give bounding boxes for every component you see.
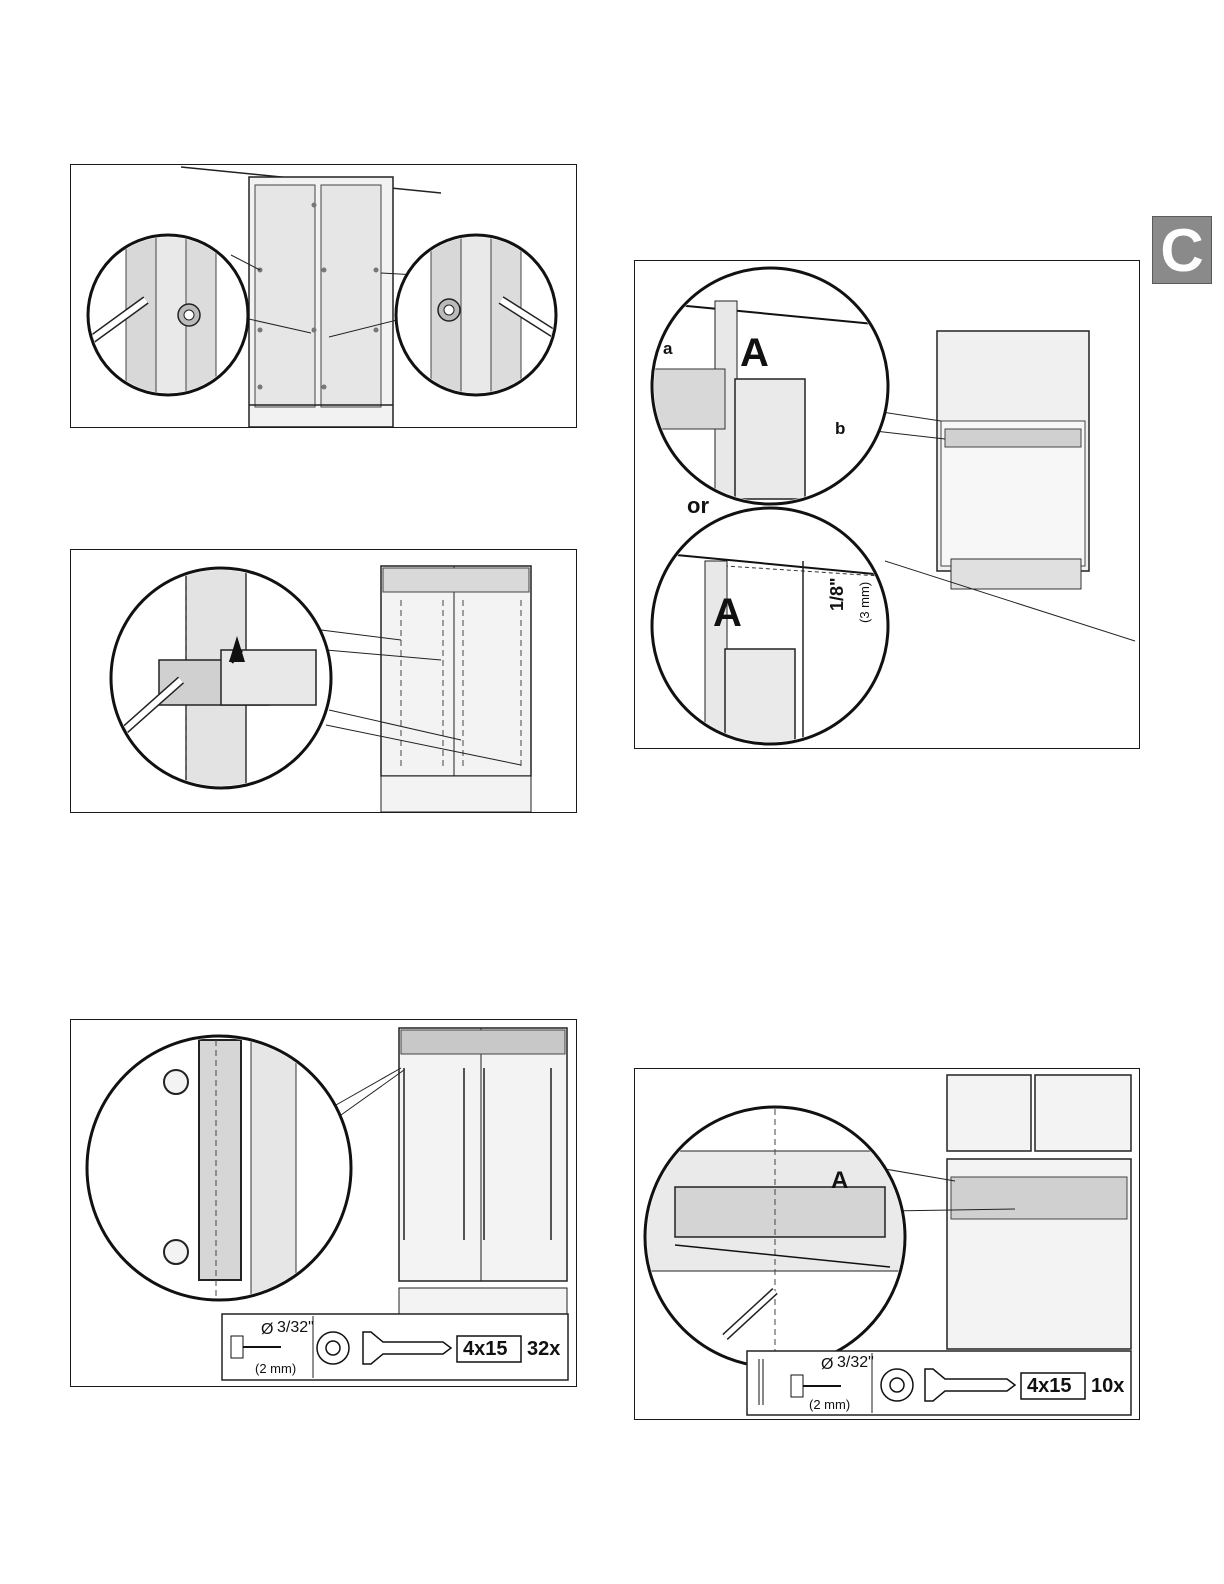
- drill-metric: (2 mm): [809, 1397, 850, 1412]
- section-tab-letter: C: [1160, 216, 1203, 285]
- dimension-a-lower: A: [713, 591, 742, 636]
- figure-door-spacers: [70, 164, 577, 428]
- section-tab: C: [1152, 216, 1212, 284]
- callout-b: b: [835, 419, 845, 439]
- dimension-a-upper: A: [740, 331, 769, 376]
- dimension-a: A: [831, 1167, 848, 1195]
- legend-box-10: [747, 1351, 1131, 1415]
- drill-diameter: 3/32": [837, 1354, 874, 1372]
- screw-size: 4x15: [1027, 1375, 1072, 1398]
- drill-metric: (2 mm): [255, 1361, 296, 1376]
- or-text: or: [687, 493, 709, 519]
- callout-a: a: [663, 339, 672, 359]
- gap-imperial: 1/8": [827, 577, 848, 611]
- figure-dimension-a: A a b or A 1/8" (3 mm): [634, 260, 1140, 749]
- figure-plinth-bracket: A Ø 3/32" (2 mm) 4x15 10x: [634, 1068, 1140, 1420]
- illustration-dimension-a: [635, 261, 1139, 748]
- torx-drive-icon: [317, 1332, 349, 1364]
- figure-handle-screws: Ø 3/32" (2 mm) 4x15 32x: [70, 1019, 577, 1387]
- torx-drive-icon: [881, 1369, 913, 1401]
- drill-diameter-prefix: Ø: [261, 1321, 273, 1339]
- illustration-handle-screws: [71, 1020, 576, 1386]
- illustration-door-spacers: [71, 165, 576, 427]
- gap-metric: (3 mm): [857, 582, 872, 623]
- drill-diameter: 3/32": [277, 1319, 314, 1337]
- drill-diameter-prefix: Ø: [821, 1356, 833, 1374]
- screw-size: 4x15: [463, 1338, 508, 1361]
- illustration-plinth-bracket: [635, 1069, 1139, 1419]
- figure-bracket-slide: [70, 549, 577, 813]
- screw-quantity: 32x: [527, 1338, 560, 1361]
- illustration-bracket-slide: [71, 550, 576, 812]
- screw-quantity: 10x: [1091, 1375, 1124, 1398]
